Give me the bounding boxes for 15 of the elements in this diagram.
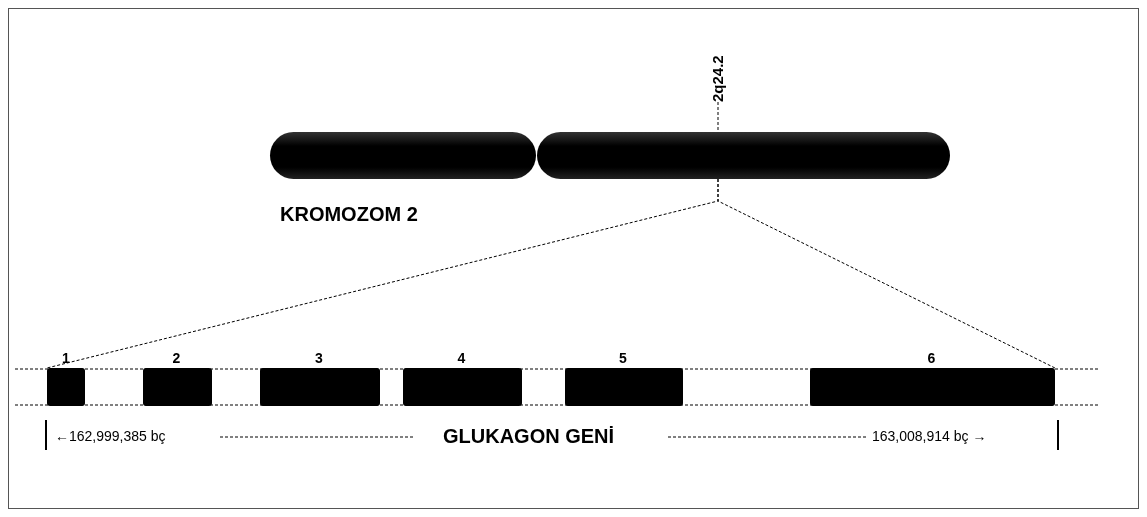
end-position-label: 163,008,914 bç → (872, 428, 987, 444)
exon-number: 1 (61, 350, 71, 366)
exon-number: 3 (315, 350, 323, 366)
dashed-connector (717, 178, 1056, 369)
dashed-connector (717, 101, 719, 133)
chromosome-arm (537, 132, 950, 179)
gene-label: GLUKAGON GENİ (443, 425, 615, 448)
exon-number: 2 (172, 350, 181, 366)
chromosome-label: KROMOZOM 2 (280, 203, 418, 226)
chromosome-arm (270, 132, 536, 179)
locus-label: 2q24.2 (709, 38, 727, 102)
exon-number: 4 (457, 350, 466, 366)
exon-number: 5 (619, 350, 627, 366)
start-position-label: ←162,999,385 bç (55, 428, 166, 444)
exon-number: 6 (927, 350, 936, 366)
